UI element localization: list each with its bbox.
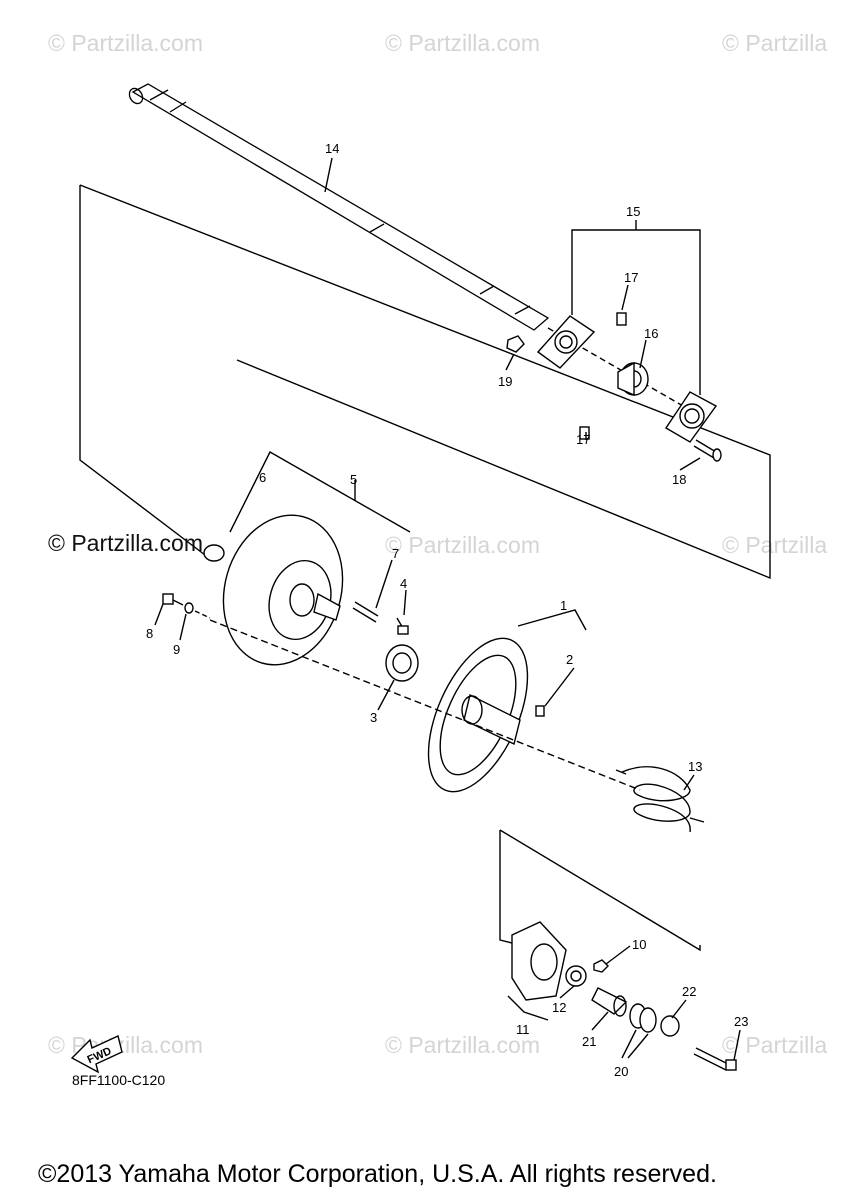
- washer: [660, 1015, 680, 1037]
- callout-14: 14: [325, 141, 339, 156]
- fwd-arrow-icon: [70, 1035, 123, 1074]
- drive-shaft: [128, 83, 550, 331]
- watermark: © Partzilla.com: [385, 532, 540, 558]
- washer: [639, 1007, 657, 1033]
- group-outline: [79, 184, 771, 580]
- watermark: © Partzilla.com: [385, 1032, 540, 1058]
- cam-housing: [511, 921, 567, 1001]
- watermark: © Partzilla.com: [48, 1032, 203, 1058]
- group-outline: [499, 830, 521, 946]
- collar: [591, 987, 628, 1017]
- callout-2: 2: [566, 652, 573, 667]
- callout-15: 15: [626, 204, 640, 219]
- spacer-plate: [385, 644, 419, 682]
- copyright-notice: ©2013 Yamaha Motor Corporation, U.S.A. A…: [38, 1160, 717, 1188]
- watermark: © Partzilla: [722, 30, 828, 56]
- bolt: [162, 593, 184, 606]
- watermark: © Partzilla.com: [385, 30, 540, 56]
- stud: [352, 607, 377, 623]
- callout-9: 9: [173, 642, 180, 657]
- stud: [354, 601, 379, 617]
- collar: [616, 312, 627, 326]
- movable-sheave: [427, 637, 529, 793]
- callout-18: 18: [672, 472, 686, 487]
- callout-4: 4: [400, 576, 407, 591]
- callout-17a: 17: [624, 270, 638, 285]
- watermark: © Partzilla: [722, 532, 828, 558]
- watermark: © Partzilla.com: [48, 30, 203, 56]
- callout-13: 13: [688, 759, 702, 774]
- diagram-code: 8FF1100-C120: [72, 1072, 166, 1088]
- group-outline: [79, 185, 206, 556]
- bolt: [693, 439, 722, 462]
- collar: [579, 426, 590, 440]
- callout-1: 1: [560, 598, 567, 613]
- callout-6: 6: [259, 470, 266, 485]
- callout-19: 19: [498, 374, 512, 389]
- bolt: [693, 1047, 737, 1071]
- watermark: © Partzilla: [722, 1032, 828, 1058]
- nut: [506, 335, 525, 353]
- callout-11: 11: [516, 1022, 530, 1037]
- callout-17b: 17: [576, 432, 590, 447]
- fixed-sheave: [222, 514, 344, 666]
- callout-16: 16: [644, 326, 658, 341]
- bushing: [565, 965, 587, 987]
- bearing-housing-right: [665, 391, 718, 443]
- callout-10: 10: [632, 937, 646, 952]
- screw: [535, 705, 545, 717]
- group-outline: [499, 829, 701, 952]
- callout-5: 5: [350, 472, 357, 487]
- callout-22: 22: [682, 984, 696, 999]
- callout-3: 3: [370, 710, 377, 725]
- nut: [593, 959, 609, 973]
- callout-21: 21: [582, 1034, 596, 1049]
- callout-8: 8: [146, 626, 153, 641]
- callout-12: 12: [552, 1000, 566, 1015]
- spring: [615, 766, 705, 833]
- bearing: [617, 361, 649, 397]
- bearing-housing-left: [536, 315, 596, 369]
- callout-23: 23: [734, 1014, 748, 1029]
- bushing: [203, 544, 225, 562]
- washer: [184, 602, 194, 614]
- screw: [396, 617, 409, 635]
- callout-7: 7: [392, 546, 399, 561]
- callout-20: 20: [614, 1064, 628, 1079]
